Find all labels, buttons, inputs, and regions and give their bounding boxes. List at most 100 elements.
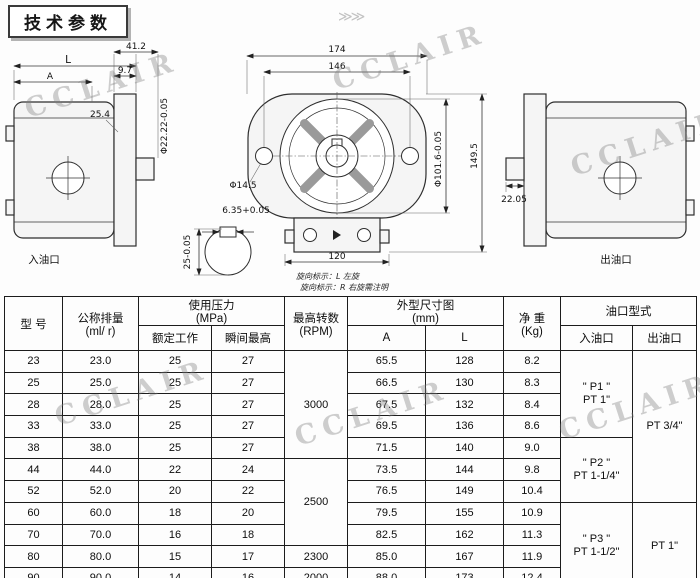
cell-dim-l: 140 <box>425 436 504 460</box>
cell-rated-pressure: 14 <box>138 566 212 578</box>
col-header-dim-a: A <box>347 325 426 351</box>
header-line: (mm) <box>412 313 439 325</box>
cell-weight: 11.3 <box>503 523 561 547</box>
cell-weight: 8.3 <box>503 371 561 395</box>
cell-dim-l: 167 <box>425 545 504 568</box>
cell-rpm: 3000 <box>284 349 348 460</box>
dim-9-7: 9.7 <box>118 66 132 76</box>
cell-peak-pressure: 18 <box>211 523 285 547</box>
cell-weight: 10.9 <box>503 501 561 525</box>
spec-table: 型 号 公称排量 (ml/ r) 使用压力 (MPa) 最高转数 (RPM) 外… <box>4 296 697 578</box>
cell-peak-pressure: 24 <box>211 458 285 482</box>
cell-displacement: 25.0 <box>62 371 139 395</box>
header-line: 使用压力 <box>188 300 235 312</box>
cell-weight: 9.0 <box>503 436 561 460</box>
dim-L: L <box>65 54 71 66</box>
cell-model: 25 <box>4 371 63 395</box>
col-header-peak-pressure: 瞬间最高 <box>211 325 285 351</box>
cell-model: 23 <box>4 350 63 373</box>
col-header-rpm: 最高转数 (RPM) <box>284 296 348 351</box>
cell-model: 90 <box>4 566 63 578</box>
cell-weight: 10.4 <box>503 480 561 503</box>
dim-shaft-diameter: Φ22.22-0.05 <box>160 98 170 154</box>
cell-dim-a: 66.5 <box>347 371 426 395</box>
header-line: 最高转数 <box>293 312 339 325</box>
header-line: 净 重 <box>518 312 546 325</box>
cell-rated-pressure: 25 <box>138 436 212 460</box>
cell-model: 60 <box>4 501 63 525</box>
cell-weight: 8.4 <box>503 393 561 417</box>
cell-dim-l: 162 <box>425 523 504 547</box>
cell-rated-pressure: 25 <box>138 393 212 417</box>
cell-rpm: 2500 <box>284 458 348 547</box>
cell-displacement: 23.0 <box>62 350 139 373</box>
cell-dim-a: 67.5 <box>347 393 426 417</box>
cell-inlet-port: " P3 "PT 1-1/2" <box>560 501 633 578</box>
cell-weight: 8.6 <box>503 415 561 438</box>
cell-dim-l: 132 <box>425 393 504 417</box>
dim-mount-hole: Φ14.5 <box>229 181 256 191</box>
rotation-note-right: 旋向标示：R 右旋需注明 <box>300 283 390 292</box>
cell-rpm: 2000 <box>284 566 348 578</box>
front-view: 174 146 Φ14.5 Φ101.6-0.05 149.5 120 旋向标示… <box>229 45 487 292</box>
dim-41-2: 41.2 <box>126 42 146 52</box>
col-header-inlet: 入油口 <box>560 325 633 351</box>
cell-model: 28 <box>4 393 63 417</box>
header-line: 公称排量 <box>77 312 124 325</box>
dim-A: A <box>47 72 54 82</box>
cell-displacement: 33.0 <box>62 415 139 438</box>
cell-rated-pressure: 16 <box>138 523 212 547</box>
cell-model: 80 <box>4 545 63 568</box>
engineering-drawings: L A 41.2 9.7 25.4 Φ22.22-0.05 入油口 <box>5 42 695 292</box>
dim-22-05: 22.05 <box>501 195 527 205</box>
col-header-model: 型 号 <box>4 296 63 351</box>
cell-dim-l: 173 <box>425 566 504 578</box>
chevron-decoration: ≫≫ <box>338 8 365 24</box>
cell-inlet-port: " P1 "PT 1" <box>560 350 633 438</box>
cell-peak-pressure: 27 <box>211 415 285 438</box>
col-header-pressure: 使用压力 (MPa) <box>138 296 285 326</box>
cell-dim-a: 85.0 <box>347 545 426 568</box>
cell-dim-l: 155 <box>425 501 504 525</box>
col-header-dim-l: L <box>425 325 504 351</box>
cell-dim-a: 65.5 <box>347 350 426 373</box>
cell-peak-pressure: 16 <box>211 566 285 578</box>
cell-displacement: 80.0 <box>62 545 139 568</box>
cell-peak-pressure: 27 <box>211 393 285 417</box>
header-line: 外型尺寸图 <box>396 300 455 312</box>
col-header-rated-pressure: 额定工作 <box>138 325 212 351</box>
cell-displacement: 44.0 <box>62 458 139 482</box>
header-line: (RPM) <box>299 325 333 338</box>
dim-174: 174 <box>328 45 345 55</box>
cell-rated-pressure: 20 <box>138 480 212 503</box>
shaft-key-detail: 6.35+0.05 25-0.05 <box>183 206 270 276</box>
rotation-arrow-glyph <box>333 230 341 240</box>
dim-pilot-diameter: Φ101.6-0.05 <box>434 131 444 187</box>
cell-dim-a: 73.5 <box>347 458 426 482</box>
cell-inlet-port: " P2 "PT 1-1/4" <box>560 436 633 503</box>
col-header-outlet: 出油口 <box>632 325 697 351</box>
cell-rpm: 2300 <box>284 545 348 568</box>
cell-model: 38 <box>4 436 63 460</box>
cell-peak-pressure: 17 <box>211 545 285 568</box>
cell-dim-l: 144 <box>425 458 504 482</box>
dim-120: 120 <box>328 252 345 262</box>
cell-weight: 11.9 <box>503 545 561 568</box>
col-header-size: 外型尺寸图 (mm) <box>347 296 504 326</box>
cell-displacement: 60.0 <box>62 501 139 525</box>
header-line: (Kg) <box>521 325 543 338</box>
col-header-port-type: 油口型式 <box>560 296 697 326</box>
dim-key-height: 25-0.05 <box>183 235 193 270</box>
cell-peak-pressure: 27 <box>211 371 285 395</box>
dim-25-4: 25.4 <box>90 110 110 120</box>
cell-displacement: 28.0 <box>62 393 139 417</box>
cell-rated-pressure: 18 <box>138 501 212 525</box>
cell-rated-pressure: 22 <box>138 458 212 482</box>
